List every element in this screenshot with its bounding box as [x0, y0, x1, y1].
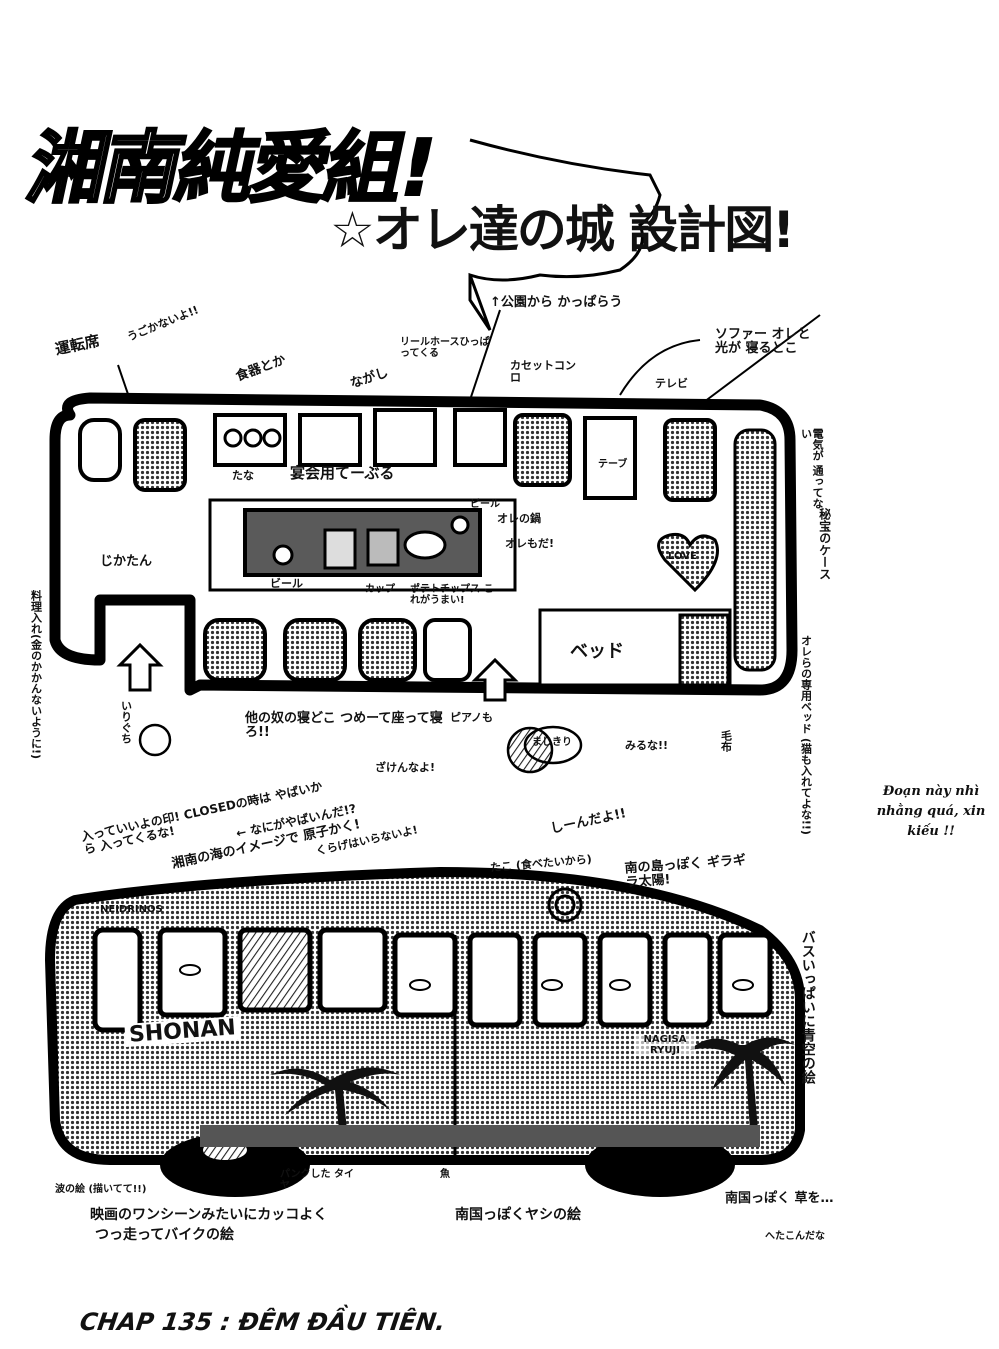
note-private-bed: オレらの専用ベッド (猫も入れてよな!!): [799, 635, 813, 835]
translator-note: Đoạn này nhì nhằng quá, xin kiếu !!: [876, 784, 986, 840]
note-cassette-stove: カセットコンロ: [510, 359, 576, 384]
note-sleeping-spots: 他の奴の寝どこ つめーて座って寝ろ!!: [245, 711, 443, 740]
note-cup: カップ: [365, 584, 395, 595]
note-knife: まじきり: [532, 737, 572, 748]
note-beer-right: ビール: [470, 499, 500, 510]
note-blanket: 毛布: [719, 730, 733, 752]
note-park-source: ↑公園から かっぱらう: [490, 295, 623, 310]
note-bus-sky: バスいっぱいに青空の絵: [799, 930, 816, 1084]
note-piano: ピアノも: [450, 711, 494, 724]
note-bike-painting: つっ走ってバイクの絵: [95, 1227, 235, 1243]
note-tana: たな: [232, 469, 254, 482]
note-ore-mo: オレもだ!: [505, 537, 555, 550]
note-southern-grass: 南国っぽく 草を…: [725, 1191, 834, 1206]
note-seasoning: 料理入れ(金のかかんないように!): [29, 590, 43, 760]
note-love-sign: LOVE: [668, 551, 697, 562]
bus-exterior: [45, 867, 805, 1197]
note-stereo: テーブ: [598, 459, 628, 470]
note-treasure-case: 秘宝のケース: [817, 508, 832, 580]
note-nagisa-ryuji: NAGISA RYUJI: [635, 1034, 695, 1056]
note-palm-painting: 南国っぽくヤシの絵: [455, 1207, 581, 1223]
note-wave-painting: 波の絵 (描いてて!!): [55, 1184, 147, 1195]
note-jikatan: じかたん: [100, 554, 153, 569]
chapter-caption: CHAP 135 : ĐÊM ĐẦU TIÊN.: [78, 1308, 448, 1336]
note-movie-scene: 映画のワンシーンみたいにカッコよく: [90, 1207, 328, 1223]
note-hedonist: へたこんだな: [765, 1231, 825, 1242]
note-fish: 魚: [440, 1169, 450, 1180]
note-potato-chips: ポテトチップス これがうまい!: [410, 584, 494, 606]
subtitle-burst: [468, 138, 662, 331]
note-bed: ベッド: [570, 641, 624, 662]
note-entrance: いりぐち: [119, 700, 133, 744]
bus-plate: NEIDRINOS: [100, 904, 163, 915]
note-beer-left: ビール: [270, 577, 303, 590]
page-subtitle: ☆オレ達の城 設計図!: [330, 201, 795, 259]
title-romaji: SHONAN: [52, 170, 96, 180]
note-tv: テレビ: [655, 377, 688, 390]
note-mirror: みるな!!: [625, 739, 669, 752]
note-zaken: ざけんなよ!: [375, 761, 436, 774]
note-sofa: ソファー オレと光が 寝るとこ: [715, 327, 811, 356]
note-pot: オレの鍋: [497, 512, 541, 525]
floor-plan: [49, 309, 821, 774]
note-electricity: 電気が 通ってない: [799, 428, 825, 509]
note-reel-hose: リールホースひっぱってくる: [400, 337, 490, 359]
note-banquet-table: 宴会用てーぶる: [290, 464, 395, 482]
note-punctured-tire: パンクした タイヤ: [280, 1169, 354, 1191]
